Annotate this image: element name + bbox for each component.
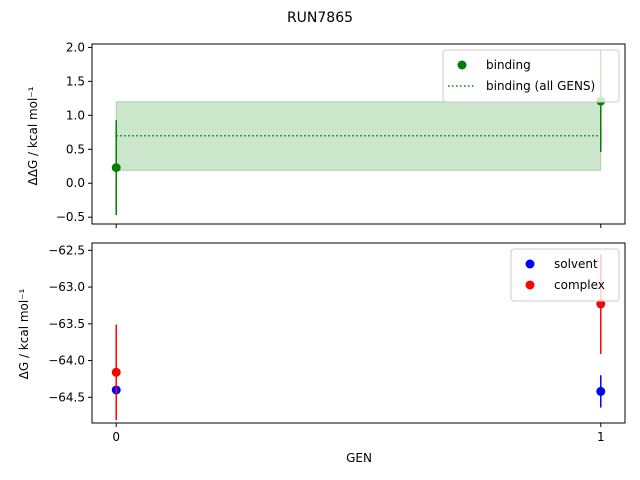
data-point-binding	[111, 163, 121, 173]
y-tick-label: 1.5	[66, 74, 85, 88]
legend-label: binding	[486, 58, 531, 72]
bottom-y-axis-label: ΔG / kcal mol⁻¹	[17, 288, 31, 379]
bottom-axes-frame	[91, 242, 626, 424]
legend-label: binding (all GENS)	[486, 79, 595, 93]
x-axis-label: GEN	[346, 451, 372, 465]
y-tick-label: −0.5	[56, 210, 85, 224]
legend-label: solvent	[554, 257, 598, 271]
y-tick-label: −64.5	[48, 390, 85, 404]
y-tick-label: 0.0	[66, 176, 85, 190]
bottom-legend-box	[510, 248, 620, 302]
top-panel: −0.5 0.0 0.5 1.0 1.5 2.0 binding binding (all G…	[56, 40, 626, 228]
bottom-panel: −64.5 −64.0 −63.5 −63.0 −62.5 0 1 solvent comple…	[48, 242, 626, 444]
y-tick-label: 0.5	[66, 142, 85, 156]
top-legend-box	[442, 49, 620, 103]
x-tick-label: 1	[597, 430, 605, 444]
top-axes-frame	[91, 43, 626, 225]
legend-marker	[457, 60, 467, 70]
data-point-complex	[596, 299, 606, 309]
y-tick-label: 2.0	[66, 40, 85, 54]
data-point-complex	[111, 367, 121, 377]
data-point-solvent	[596, 386, 606, 396]
y-tick-label: −63.5	[48, 317, 85, 331]
legend-label: complex	[554, 278, 605, 292]
top-y-axis-label: ΔΔG / kcal mol⁻¹	[26, 86, 40, 185]
y-tick-label: −62.5	[48, 243, 85, 257]
y-tick-label: 1.0	[66, 108, 85, 122]
y-tick-label: −63.0	[48, 280, 85, 294]
y-tick-label: −64.0	[48, 354, 85, 368]
legend-marker	[525, 259, 535, 269]
legend-marker	[525, 280, 535, 290]
figure-title: RUN7865	[287, 10, 353, 26]
x-tick-label: 0	[112, 430, 120, 444]
